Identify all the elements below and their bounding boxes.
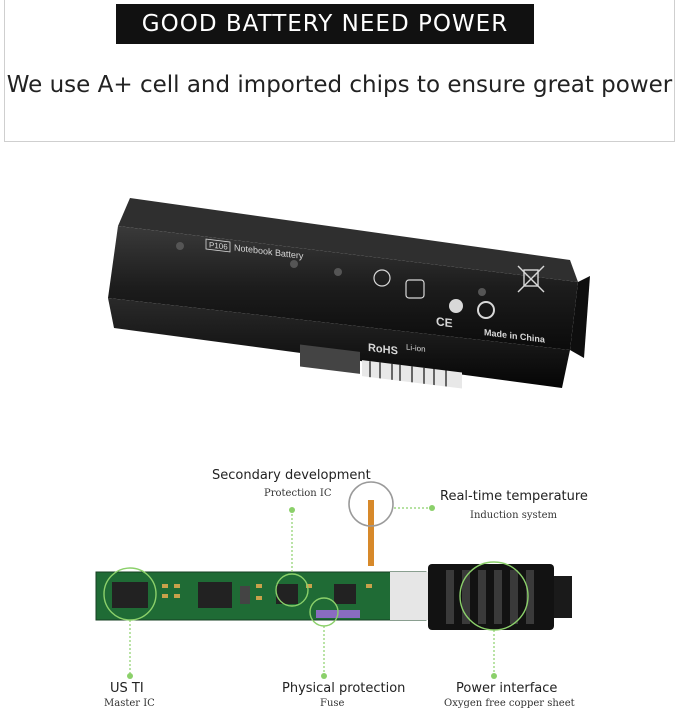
battery-model-label: P106 xyxy=(209,240,228,251)
callout-us-ti-title: US TI xyxy=(110,681,144,696)
protection-ic-chip xyxy=(276,584,298,604)
master-ic-chip xyxy=(112,582,148,608)
energy-mark-icon xyxy=(477,301,495,319)
temperature-sensor-ring xyxy=(348,481,394,527)
battery-photo: P106 Notebook Battery RoHS CE Li-ion Mad… xyxy=(108,198,590,389)
li-ion-icon xyxy=(405,279,425,299)
screw-hole xyxy=(176,242,184,250)
callout-power-interface-title: Power interface xyxy=(456,681,558,696)
rohs-mark: RoHS xyxy=(368,342,398,358)
li-ion-mark: Li-ion xyxy=(406,343,426,354)
bin-crossed-icon xyxy=(517,265,545,293)
screw-hole xyxy=(478,288,486,296)
callout-secondary-development-title: Secondary development xyxy=(212,468,371,483)
callout-realtime-temperature-title: Real-time temperature xyxy=(440,489,588,504)
protection-ic-highlight xyxy=(275,573,309,607)
callout-power-interface-sub: Oxygen free copper sheet xyxy=(444,698,575,709)
safety-seal-icon xyxy=(449,299,463,313)
callout-us-ti-sub: Master IC xyxy=(104,698,155,709)
screw-hole xyxy=(290,260,298,268)
ic2-chip xyxy=(198,582,232,608)
pcb-diagram xyxy=(95,481,572,679)
recycle-icon xyxy=(373,269,391,287)
callout-physical-protection-title: Physical protection xyxy=(282,681,406,696)
callout-secondary-development-sub: Protection IC xyxy=(264,488,332,499)
mosfet-chip xyxy=(334,584,356,604)
callout-physical-protection-sub: Fuse xyxy=(320,698,345,709)
ce-mark: CE xyxy=(436,314,453,330)
tagline-text: We use A+ cell and imported chips to ens… xyxy=(6,72,673,98)
banner-heading: GOOD BATTERY NEED POWER xyxy=(116,4,534,44)
screw-hole xyxy=(334,268,342,276)
callout-realtime-temperature-sub: Induction system xyxy=(470,510,558,521)
